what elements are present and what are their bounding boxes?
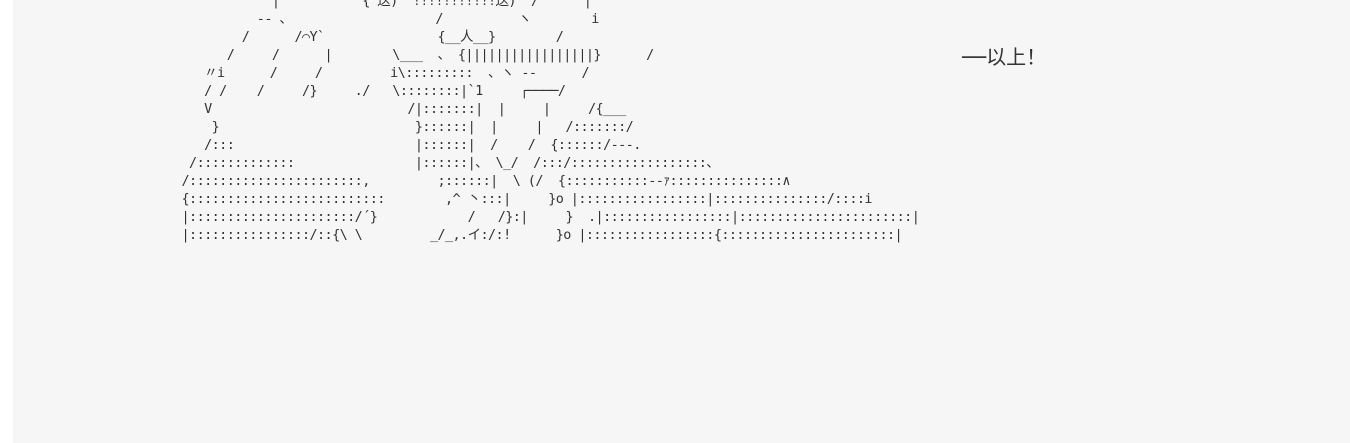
ascii-art-line: / /⌒Y` {__人__} / [174, 29, 564, 45]
ascii-art-line: {:::::::::::::::::::::::::: ,^ 丶:::| }o … [174, 191, 873, 207]
ascii-art-line: /::::::::::::: |::::::|、 \_/ /:::/::::::… [174, 155, 720, 171]
ascii-art-line: ‐‐ 、 / ヽ i [174, 11, 600, 27]
ascii-art-line: / / / /} ./ \::::::::|`1 ┌────/ [174, 83, 566, 99]
ascii-art-line: /:::::::::::::::::::::::, ;::::::| \ (/ … [174, 173, 791, 189]
ascii-art-line: |::::::::::::::::/::{\ \ _/_,.イ:/:! }o |… [174, 227, 903, 243]
content-panel [13, 0, 1350, 443]
ascii-art-line: } }::::::| | | /:::::::/ [174, 119, 634, 135]
ascii-art-line: |::::::::::::::::::::::/´} / /}:| } .|::… [174, 209, 920, 225]
ascii-art: | { 送) !!!!!!!!!!!送) / | ‐‐ 、 / ヽ i / /⌒… [174, 0, 920, 244]
dialogue-caption: ──以上！ [962, 45, 1047, 69]
ascii-art-line: /::: |::::::| / / {::::::/‐‐‐. [174, 137, 641, 153]
ascii-art-line: 〃i / / i\::::::::: 、ヽ ‐‐ / [174, 65, 590, 81]
ascii-art-line: | { 送) !!!!!!!!!!!送) / | [174, 0, 592, 9]
ascii-art-line: V /|:::::::| | | /{___ [174, 101, 626, 117]
ascii-art-line: / / | \___ 、 {|||||||||||||||||} / [174, 47, 655, 63]
